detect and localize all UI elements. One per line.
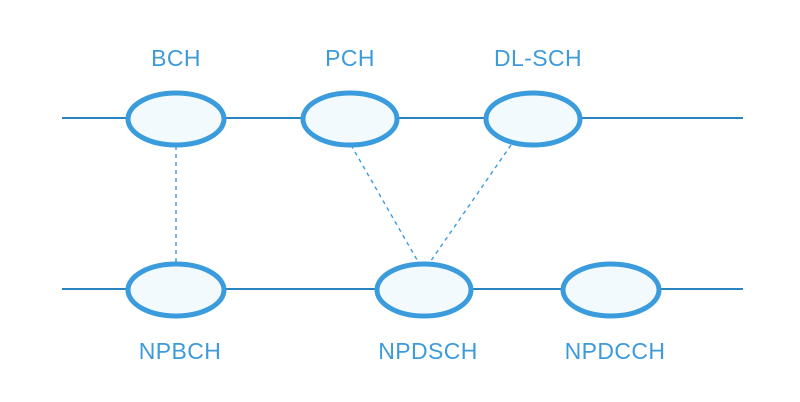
- npdsch-label: NPDSCH: [378, 338, 478, 364]
- node-npdsch[interactable]: NPDSCH: [374, 261, 478, 364]
- dlsch-label: DL-SCH: [494, 45, 582, 71]
- node-dlsch[interactable]: DL-SCH: [483, 45, 583, 148]
- bch-ellipse[interactable]: [125, 90, 227, 148]
- link-pch-to-npdsch: [350, 144, 421, 266]
- bch-label: BCH: [151, 45, 201, 71]
- npbch-ellipse[interactable]: [125, 261, 227, 319]
- pch-ellipse[interactable]: [300, 90, 400, 148]
- dlsch-ellipse[interactable]: [483, 90, 583, 148]
- node-bch[interactable]: BCH: [125, 45, 227, 148]
- npbch-label: NPBCH: [139, 338, 222, 364]
- pch-label: PCH: [325, 45, 375, 71]
- npdcch-ellipse[interactable]: [560, 261, 662, 319]
- node-npbch[interactable]: NPBCH: [125, 261, 227, 364]
- npdcch-label: NPDCCH: [565, 338, 666, 364]
- node-pch[interactable]: PCH: [300, 45, 400, 148]
- link-dlsch-to-npdsch: [427, 144, 512, 266]
- npdsch-ellipse[interactable]: [374, 261, 474, 319]
- node-npdcch[interactable]: NPDCCH: [560, 261, 666, 364]
